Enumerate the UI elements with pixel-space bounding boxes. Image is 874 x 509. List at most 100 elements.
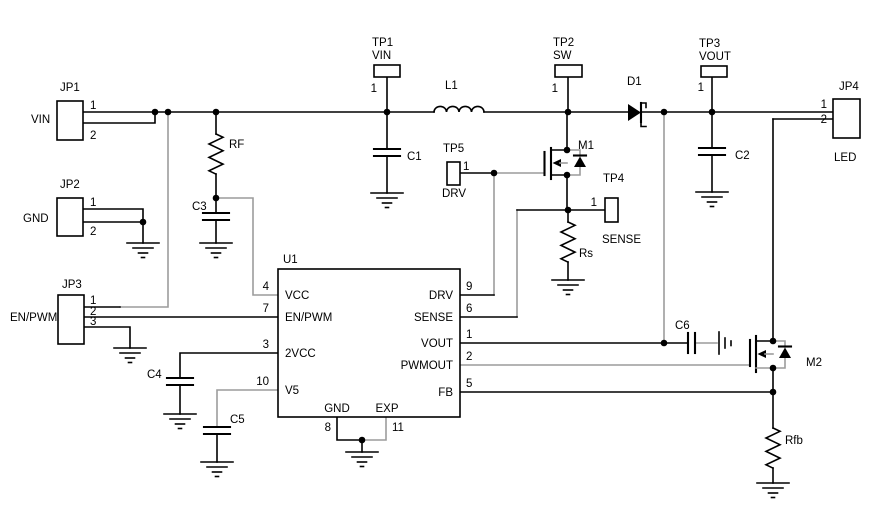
jp2-connector-box [56, 197, 84, 237]
jp4-pin1-label: 1 [821, 99, 827, 111]
jp3-pin3-label: 3 [90, 316, 96, 328]
l1-inductor [433, 105, 485, 113]
vcc-pin-net-wire [215, 197, 279, 296]
tp5-testpoint-box [446, 161, 461, 186]
u1-pin11-name: EXP [375, 403, 398, 415]
junction-dots [139, 108, 777, 444]
tp1-ref-label: TP1 [372, 37, 393, 49]
c2-ref-label: C2 [735, 150, 750, 162]
tp5-net-label: DRV [442, 188, 466, 200]
2vcc-net-wire [179, 352, 279, 379]
c3-ground-icon [199, 242, 233, 259]
tp1-pin-label: 1 [371, 83, 377, 95]
jp1-ref-label: JP1 [60, 82, 80, 94]
d1-diode [628, 101, 647, 128]
m2-arrow [757, 350, 766, 358]
v5-net-wire [216, 389, 279, 428]
u1-pin6-num: 6 [466, 303, 472, 315]
gnd-pin-wire [336, 416, 363, 441]
u1-pin7-name: EN/PWM [285, 312, 332, 324]
tp3-net-label: VOUT [699, 51, 731, 63]
c1-capacitor [372, 147, 402, 158]
tp5-pin-label: 1 [463, 161, 469, 173]
jp3-name-label: EN/PWM [10, 312, 57, 324]
jp2-ground-icon [126, 242, 160, 259]
u1-pin1-name: VOUT [421, 338, 453, 350]
u1-pin1-num: 1 [466, 329, 472, 341]
u1-pin5-num: 5 [466, 378, 472, 390]
jp1-pin1-label: 1 [90, 100, 96, 112]
m1-ref-label: M1 [578, 140, 594, 152]
tp3-testpoint-box [700, 65, 728, 78]
c1-ref-label: C1 [407, 151, 422, 163]
jp1-connector-box [56, 100, 84, 141]
c3-ref-label: C3 [192, 201, 207, 213]
u1-pin9-name: DRV [429, 290, 453, 302]
en-jumper-net-wire [119, 111, 169, 308]
m2-ref-label: M2 [806, 357, 822, 369]
exp-pin-wire [361, 416, 387, 441]
tp5-ref-label: TP5 [443, 143, 464, 155]
u1-ref-label: U1 [283, 254, 298, 266]
u1-pin4-name: VCC [285, 290, 309, 302]
u1-pin8-num: 8 [325, 422, 331, 434]
m1-arrow [552, 159, 561, 167]
d1-ref-label: D1 [627, 76, 642, 88]
rs-ref-label: Rs [579, 248, 593, 260]
jp3-ground-icon [113, 347, 147, 364]
m1-body-diode-wire [566, 149, 581, 176]
u1-ic-box [277, 268, 461, 418]
u1-pin11-num: 11 [392, 422, 404, 434]
jp4-ref-label: JP4 [839, 81, 859, 93]
tp2-net-label: SW [553, 50, 572, 62]
c4-capacitor [165, 376, 195, 387]
tp2-pin-label: 1 [552, 83, 558, 95]
rfb-ref-label: Rfb [785, 435, 803, 447]
c6-ref-label: C6 [675, 320, 690, 332]
d1-anode-triangle [628, 104, 641, 121]
tp4-testpoint-box [604, 197, 619, 223]
rs-resistor [559, 220, 577, 264]
m2-mosfet [748, 334, 793, 374]
jp2-pin1-label: 1 [90, 197, 96, 209]
c6-capacitor [686, 331, 697, 355]
c2-capacitor [697, 146, 727, 157]
l1-ref-label: L1 [445, 80, 458, 92]
m2-body-diode-triangle [779, 347, 791, 358]
ground-symbols [113, 191, 790, 499]
rfb-resistor [764, 426, 782, 470]
jp3-pin2-label: 2 [90, 306, 96, 318]
jp1-pin2-label: 2 [90, 130, 96, 142]
jp3-ref-label: JP3 [62, 279, 82, 291]
u1-pin5-name: FB [438, 387, 453, 399]
tp2-testpoint-box [554, 64, 583, 78]
c5-ref-label: C5 [230, 414, 245, 426]
u1-pin4-num: 4 [263, 281, 270, 293]
jp2-ref-label: JP2 [60, 179, 80, 191]
jp2-name-label: GND [23, 213, 49, 225]
u1-pin9-num: 9 [466, 281, 472, 293]
tp4-ref-label: TP4 [603, 173, 625, 185]
c6-sideways-ground-icon [718, 331, 732, 355]
tp3-pin-label: 1 [698, 82, 704, 94]
c5-capacitor [202, 425, 232, 436]
jp1-pin2-wire [82, 111, 156, 124]
u1-ground-icon [345, 451, 379, 468]
tp2-ref-label: TP2 [553, 37, 574, 49]
u1-pin8-name: GND [324, 403, 350, 415]
rf-zigzag [207, 132, 225, 176]
tp4-pin-label: 1 [591, 197, 597, 209]
tp4-net-label: SENSE [602, 234, 641, 246]
u1-pin10-name: V5 [285, 385, 299, 397]
m2-body-diode-wire [772, 340, 786, 369]
u1-pin2-name: PWMOUT [401, 360, 453, 372]
jp4-pin2-label: 2 [821, 114, 827, 126]
tp3-ref-label: TP3 [699, 38, 720, 50]
jp2-pin2-label: 2 [90, 226, 96, 238]
black-nets [82, 76, 834, 484]
m1-body-diode-triangle [574, 156, 586, 167]
rf-ref-label: RF [229, 139, 244, 151]
rf-resistor [207, 132, 225, 176]
m1-mosfet [543, 146, 588, 181]
